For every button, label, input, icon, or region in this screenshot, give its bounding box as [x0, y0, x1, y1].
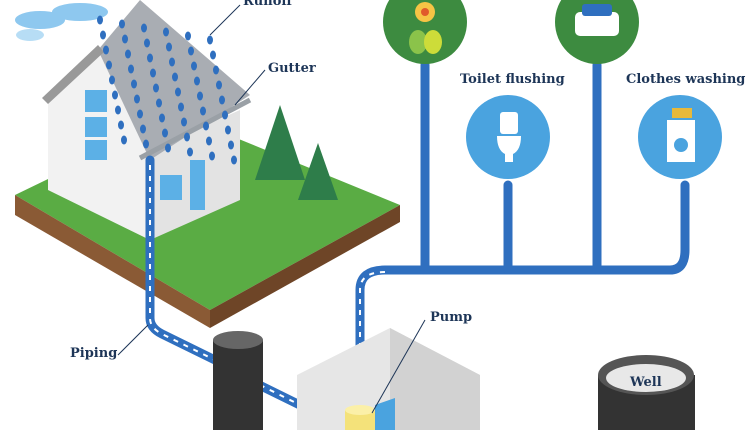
- raindrop: [228, 140, 234, 150]
- raindrop: [185, 31, 191, 41]
- raindrop: [119, 19, 125, 29]
- raindrop: [125, 49, 131, 59]
- label-clothes-washing: Clothes washing: [626, 72, 746, 87]
- raindrop: [231, 155, 237, 165]
- raindrop: [225, 125, 231, 135]
- raindrop: [140, 124, 146, 134]
- raindrop: [156, 98, 162, 108]
- car-icon: [555, 0, 639, 64]
- storage-tank: [213, 331, 263, 430]
- raindrop: [209, 151, 215, 161]
- well: [598, 355, 695, 430]
- raindrop: [194, 76, 200, 86]
- raindrop: [166, 42, 172, 52]
- raindrop: [100, 30, 106, 40]
- raindrop: [106, 60, 112, 70]
- pump-chamber: [297, 328, 480, 430]
- raindrop: [178, 102, 184, 112]
- raindrop: [153, 83, 159, 93]
- toilet-icon: [466, 95, 550, 179]
- raindrop: [206, 136, 212, 146]
- label-pump: Pump: [430, 310, 473, 325]
- raindrop: [144, 38, 150, 48]
- raindrop: [216, 80, 222, 90]
- callout-lines: [117, 4, 426, 414]
- raindrop: [103, 45, 109, 55]
- raindrop: [112, 90, 118, 100]
- label-toilet-flushing: Toilet flushing: [460, 72, 565, 87]
- raindrop: [197, 91, 203, 101]
- gutter: [138, 97, 252, 161]
- raindrop: [203, 121, 209, 131]
- raindrop: [122, 34, 128, 44]
- label-well: Well: [630, 375, 662, 390]
- raindrop: [159, 113, 165, 123]
- washing-machine-icon: [638, 95, 722, 179]
- raindrop: [191, 61, 197, 71]
- raindrop: [172, 72, 178, 82]
- raindrop: [134, 94, 140, 104]
- raindrop: [200, 106, 206, 116]
- raindrop: [121, 135, 127, 145]
- raindrop: [162, 128, 168, 138]
- raindrop: [222, 110, 228, 120]
- raindrop: [137, 109, 143, 119]
- label-piping: Piping: [70, 346, 118, 361]
- label-gutter: Gutter: [268, 61, 316, 76]
- raindrop: [165, 143, 171, 153]
- raindrop: [97, 15, 103, 25]
- raindrop: [128, 64, 134, 74]
- raindrop: [175, 87, 181, 97]
- pump: [345, 410, 375, 430]
- raindrop: [109, 75, 115, 85]
- garden-icon: [383, 0, 467, 64]
- raindrop: [207, 35, 213, 45]
- raindrop: [147, 53, 153, 63]
- raindrop: [210, 50, 216, 60]
- raindrop: [118, 120, 124, 130]
- raindrop: [213, 65, 219, 75]
- trees: [255, 105, 338, 200]
- raindrop: [184, 132, 190, 142]
- rain-cloud: [15, 3, 108, 41]
- raindrop: [141, 23, 147, 33]
- raindrop: [150, 68, 156, 78]
- label-runoff: Runoff: [243, 0, 293, 9]
- raindrop: [169, 57, 175, 67]
- raindrop: [188, 46, 194, 56]
- raindrop: [163, 27, 169, 37]
- raindrops: [97, 15, 237, 165]
- raindrop: [181, 117, 187, 127]
- raindrop: [219, 95, 225, 105]
- raindrop: [131, 79, 137, 89]
- raindrop: [115, 105, 121, 115]
- raindrop: [187, 147, 193, 157]
- raindrop: [143, 139, 149, 149]
